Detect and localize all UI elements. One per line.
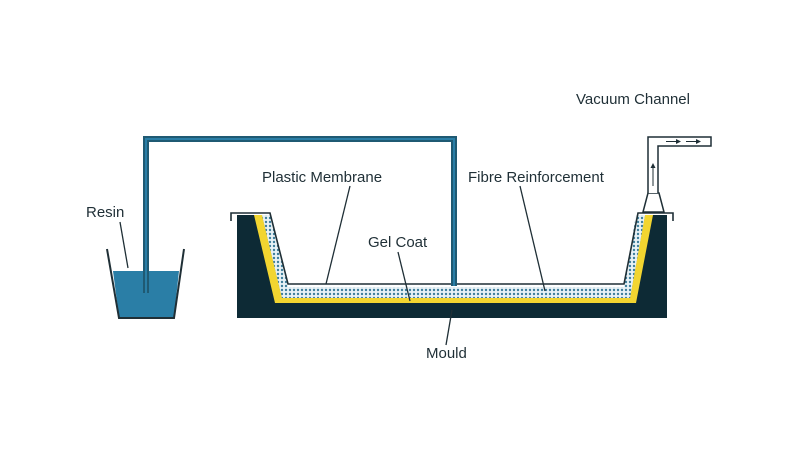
leader-plastic-membrane [325, 185, 351, 285]
fibre-reinforcement-layer [262, 215, 645, 298]
label-gel-coat: Gel Coat [368, 234, 428, 251]
resin-beaker [106, 248, 185, 319]
label-vacuum-channel: Vacuum Channel [576, 91, 690, 108]
mould-body [237, 215, 667, 318]
label-resin: Resin [86, 204, 124, 221]
leader-mould [445, 309, 453, 346]
label-plastic-membrane: Plastic Membrane [262, 169, 382, 186]
resin-liquid [113, 271, 179, 317]
leader-resin [119, 221, 129, 269]
resin-feed-pipe-core [145, 138, 455, 293]
label-fibre-reinforcement: Fibre Reinforcement [468, 169, 605, 186]
vacuum-channel-tube [647, 136, 712, 193]
label-mould: Mould [426, 345, 467, 362]
leader-fibre-reinforcement [519, 185, 546, 292]
vacuum-fitting [642, 192, 665, 213]
leader-gel-coat [397, 251, 411, 302]
resin-feed-pipe [143, 136, 457, 293]
